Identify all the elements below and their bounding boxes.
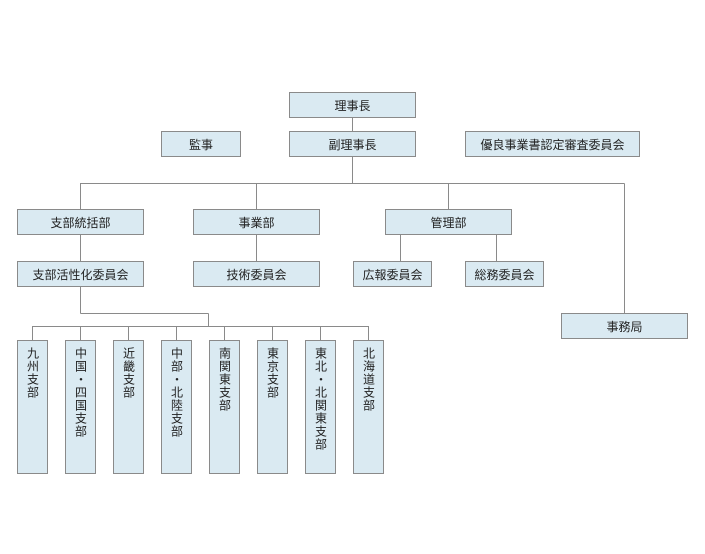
- branch-box: 近畿支部: [113, 340, 144, 474]
- branch-box: 東北・北関東支部: [305, 340, 336, 474]
- general-committee-box: 総務委員会: [465, 261, 544, 287]
- admin-dept-box: 管理部: [385, 209, 512, 235]
- branch-committee-box: 支部活性化委員会: [17, 261, 144, 287]
- award-committee-box: 優良事業書認定審査委員会: [465, 131, 640, 157]
- chairman-box: 理事長: [289, 92, 416, 118]
- auditor-box: 監事: [161, 131, 241, 157]
- branch-box: 北海道支部: [353, 340, 384, 474]
- branch-box: 中国・四国支部: [65, 340, 96, 474]
- pr-committee-box: 広報委員会: [353, 261, 432, 287]
- tech-committee-box: 技術委員会: [193, 261, 320, 287]
- branch-box: 南関東支部: [209, 340, 240, 474]
- branch-box: 東京支部: [257, 340, 288, 474]
- branch-box: 九州支部: [17, 340, 48, 474]
- branch-box: 中部・北陸支部: [161, 340, 192, 474]
- vice-chairman-box: 副理事長: [289, 131, 416, 157]
- business-dept-box: 事業部: [193, 209, 320, 235]
- branch-dept-box: 支部統括部: [17, 209, 144, 235]
- secretariat-box: 事務局: [561, 313, 688, 339]
